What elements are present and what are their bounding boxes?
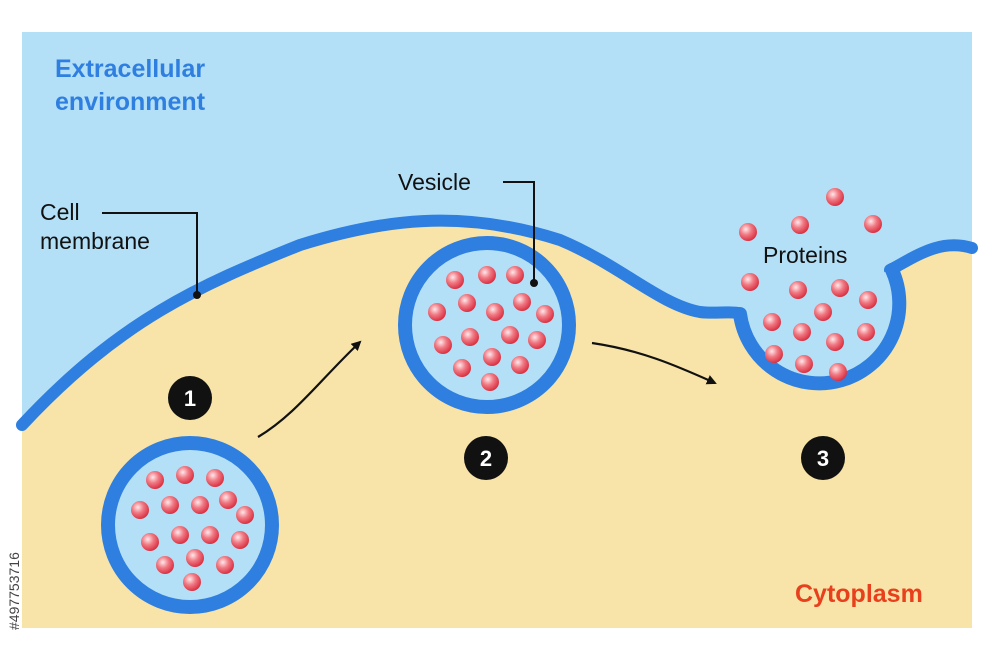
- protein: [741, 273, 759, 291]
- proteins-label: Proteins: [763, 242, 847, 268]
- cell-membrane-label-line1: Cell: [40, 199, 80, 225]
- protein: [791, 216, 809, 234]
- cytoplasm-label: Cytoplasm: [795, 580, 923, 608]
- cell-membrane-leader-dot: [193, 291, 201, 299]
- protein: [231, 531, 249, 549]
- protein: [864, 215, 882, 233]
- protein: [486, 303, 504, 321]
- protein: [446, 271, 464, 289]
- protein: [146, 471, 164, 489]
- extracellular-label-line2: environment: [55, 88, 206, 116]
- protein: [814, 303, 832, 321]
- protein: [859, 291, 877, 309]
- protein: [191, 496, 209, 514]
- protein: [216, 556, 234, 574]
- protein: [765, 345, 783, 363]
- protein: [511, 356, 529, 374]
- protein: [536, 305, 554, 323]
- protein: [789, 281, 807, 299]
- protein: [501, 326, 519, 344]
- protein: [829, 363, 847, 381]
- protein: [763, 313, 781, 331]
- protein: [131, 501, 149, 519]
- protein: [483, 348, 501, 366]
- stock-id-text: #497753716: [6, 552, 22, 630]
- vesicle-1-proteins: [131, 466, 254, 591]
- vesicle-label: Vesicle: [398, 169, 471, 195]
- step-number-2: 2: [480, 446, 492, 471]
- arrow-step2-to-step3: [591, 341, 717, 385]
- protein: [513, 293, 531, 311]
- protein: [481, 373, 499, 391]
- step-badge-2: 2: [464, 436, 508, 480]
- step-number-1: 1: [184, 386, 196, 411]
- arrow-step1-to-step2: [257, 340, 362, 438]
- cell-membrane-leader-line: [102, 212, 198, 295]
- protein: [176, 466, 194, 484]
- vesicle-leader-line: [503, 181, 535, 283]
- vesicle-2-proteins: [428, 266, 554, 391]
- step-badge-3: 3: [801, 436, 845, 480]
- protein: [434, 336, 452, 354]
- protein: [857, 323, 875, 341]
- step-badge-1: 1: [168, 376, 212, 420]
- released-proteins: [739, 188, 882, 241]
- protein: [156, 556, 174, 574]
- protein: [453, 359, 471, 377]
- protein: [161, 496, 179, 514]
- protein: [739, 223, 757, 241]
- protein: [428, 303, 446, 321]
- protein: [528, 331, 546, 349]
- protein: [506, 266, 524, 284]
- footer-strip: [0, 628, 1000, 660]
- protein: [206, 469, 224, 487]
- protein: [141, 533, 159, 551]
- protein: [795, 355, 813, 373]
- protein: [171, 526, 189, 544]
- protein: [478, 266, 496, 284]
- protein: [831, 279, 849, 297]
- protein: [183, 573, 201, 591]
- protein: [826, 333, 844, 351]
- protein: [186, 549, 204, 567]
- protein: [458, 294, 476, 312]
- cell-membrane-label-line2: membrane: [40, 228, 150, 254]
- protein: [236, 506, 254, 524]
- vesicle-leader-dot: [530, 279, 538, 287]
- vesicle-3-proteins: [741, 273, 877, 381]
- protein: [201, 526, 219, 544]
- protein: [219, 491, 237, 509]
- protein: [793, 323, 811, 341]
- extracellular-label-line1: Extracellular: [55, 55, 205, 83]
- cell-membrane: [16, 214, 744, 431]
- step-number-3: 3: [817, 446, 829, 471]
- protein: [826, 188, 844, 206]
- protein: [461, 328, 479, 346]
